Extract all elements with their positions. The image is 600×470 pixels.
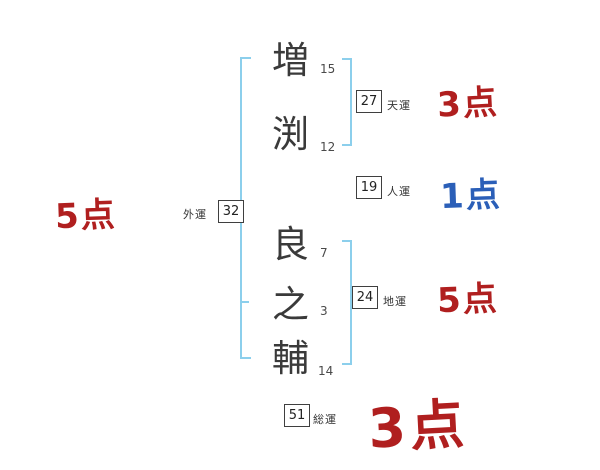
name-char: 良	[272, 223, 309, 266]
heaven-luck-value: 27	[360, 94, 378, 109]
name-char: 之	[272, 283, 309, 326]
heaven-luck-score: 3点	[436, 82, 500, 126]
stroke-count: 7	[320, 246, 328, 260]
person-luck-label: 人運	[387, 185, 411, 198]
heaven-luck-bracket-tick	[342, 144, 351, 146]
total-luck-value: 51	[288, 408, 306, 423]
name-char: 渕	[272, 113, 309, 156]
earth-luck-value: 24	[356, 290, 374, 305]
outer-luck-bracket-tick	[240, 357, 251, 359]
earth-luck-score: 5点	[436, 278, 500, 322]
earth-luck-bracket-tick	[342, 240, 351, 242]
stroke-count: 15	[320, 62, 336, 76]
earth-luck-bracket-tick	[342, 363, 351, 365]
outer-luck-score: 5点	[54, 194, 118, 238]
heaven-luck-box: 27	[356, 90, 382, 113]
earth-luck-bracket	[350, 240, 352, 365]
outer-luck-box: 32	[218, 200, 244, 223]
heaven-luck-bracket	[350, 58, 352, 146]
stroke-count: 3	[320, 304, 328, 318]
outer-luck-value: 32	[222, 204, 240, 219]
total-luck-box: 51	[284, 404, 310, 427]
outer-luck-label: 外運	[183, 208, 207, 221]
outer-luck-bracket-tick	[240, 301, 249, 303]
total-luck-score: 3点	[366, 392, 470, 461]
name-char: 輔	[272, 337, 309, 380]
heaven-luck-bracket-tick	[342, 58, 351, 60]
stroke-count: 14	[318, 364, 334, 378]
earth-luck-label: 地運	[383, 295, 407, 308]
total-luck-label: 総運	[313, 413, 337, 426]
person-luck-value: 19	[360, 180, 378, 195]
heaven-luck-label: 天運	[387, 99, 411, 112]
outer-luck-bracket-tick	[240, 57, 251, 59]
name-char: 増	[272, 39, 309, 82]
earth-luck-box: 24	[352, 286, 378, 309]
stroke-count: 12	[320, 140, 336, 154]
person-luck-box: 19	[356, 176, 382, 199]
person-luck-score: 1点	[439, 174, 503, 218]
